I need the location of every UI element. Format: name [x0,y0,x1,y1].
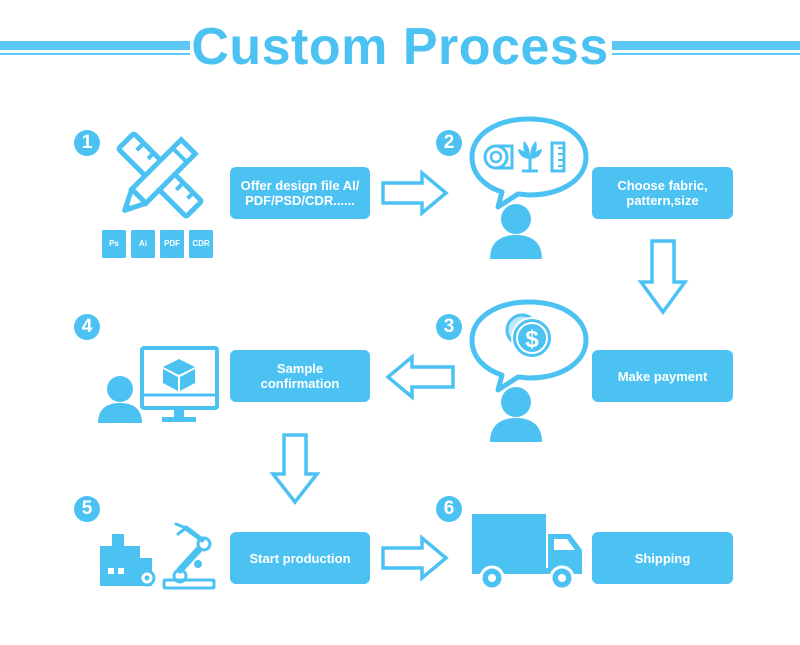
step-1-label: Offer design file AI/ PDF/PSD/CDR...... [230,167,370,219]
arrow-right-icon [381,169,449,217]
step-2-number: 2 [436,130,462,156]
step-2-label: Choose fabric, pattern,size [592,167,733,219]
arrow-right-icon [381,534,449,582]
step-5-label: Start production [230,532,370,584]
file-type-cdr: CDR [189,230,213,258]
truck-icon [472,514,582,591]
file-type-pdf: PDF [160,230,184,258]
step-3-number: 3 [436,314,462,340]
arrow-down-icon [269,433,321,505]
page-title: Custom Process [191,18,609,76]
file-type-ai: Ai [131,230,155,258]
step-6-label: Shipping [592,532,733,584]
factory-robot-icon [100,522,216,590]
svg-text:$: $ [525,326,539,353]
title-rule-right [612,41,800,55]
step-6-number: 6 [436,496,462,522]
step-4-label: Sample confirmation [230,350,370,402]
consultation-icon [469,116,589,259]
step-1-number: 1 [74,130,100,156]
arrow-down-icon [637,239,689,315]
computer-user-icon [98,346,219,423]
arrow-left-icon [385,353,455,401]
step-4-number: 4 [74,314,100,340]
design-tools-icon [116,131,204,219]
file-type-ps: Ps [102,230,126,258]
title-rule-left [0,41,190,55]
payment-icon: $ [469,299,589,442]
step-5-number: 5 [74,496,100,522]
step-3-label: Make payment [592,350,733,402]
